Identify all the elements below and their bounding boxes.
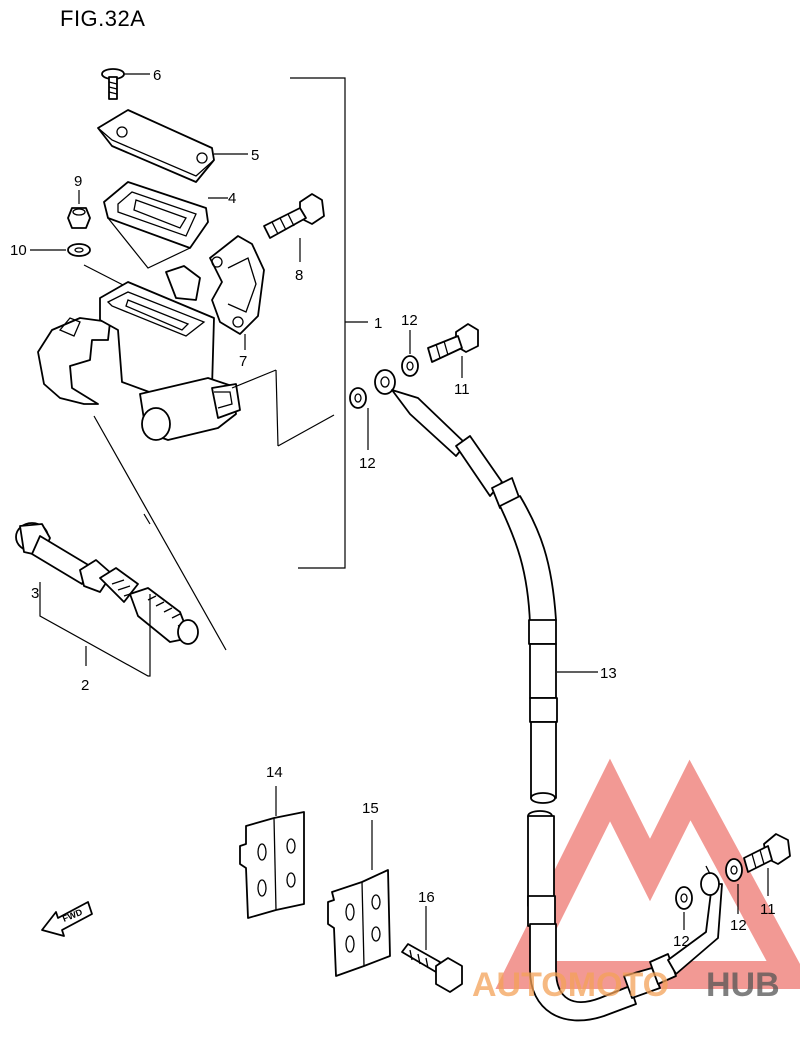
callout-12-bottom-left: 12 [673,933,690,950]
reservoir-cap-part-5 [97,109,248,183]
watermark-logo [495,758,800,989]
screw-part-6 [101,68,150,100]
callout-4: 4 [228,190,236,207]
callout-2: 2 [81,677,89,694]
washer-part-12-lower [349,387,369,450]
callout-6: 6 [153,67,161,84]
callout-11-top: 11 [454,381,470,398]
diaphragm-part-4 [103,181,228,269]
callout-12-upper: 12 [401,312,418,329]
washer-part-12-upper [401,330,419,377]
forward-direction-arrow: FWD [41,901,93,937]
figure-title: FIG.32A [60,6,146,31]
washer-part-12-bottom-left [675,886,693,930]
union-bolt-part-11-top [427,323,479,378]
cap-nut-part-9 [67,190,91,229]
callout-16: 16 [418,889,435,906]
bolt-part-8 [263,193,325,262]
callout-5: 5 [251,147,259,164]
hose-clamp-part-15 [327,820,391,977]
callout-labels: 1 2 3 4 5 6 7 8 9 10 11 12 12 11 12 12 1… [10,67,776,950]
callout-15: 15 [362,800,379,817]
hose-clamp-part-14 [239,786,305,919]
master-cylinder-body [37,265,335,651]
callout-8: 8 [295,267,303,284]
brake-hose-part-13 [374,369,723,1022]
callout-3: 3 [31,585,39,602]
washer-part-10 [30,243,126,287]
callout-14: 14 [266,764,283,781]
clamp-part-7 [209,235,265,350]
callout-9: 9 [74,173,82,190]
piston-kit-part-2 [15,522,199,677]
watermark-text-b: HUB [706,966,780,1004]
callout-13: 13 [600,665,617,682]
watermark-text: AUTOMOTO HUB [472,966,780,1004]
callout-12-bottom-right: 12 [730,917,747,934]
union-bolt-part-11-bottom [743,833,791,896]
watermark-text-a: AUTOMOTO [472,966,669,1004]
assembly-bracket [290,77,368,569]
bolt-part-16 [401,906,463,993]
callout-10: 10 [10,242,27,259]
callout-7: 7 [239,353,247,370]
callout-11-bottom: 11 [760,901,776,918]
callout-12-lower: 12 [359,455,376,472]
callout-1: 1 [374,315,382,332]
washer-part-12-bottom-right [725,858,743,914]
